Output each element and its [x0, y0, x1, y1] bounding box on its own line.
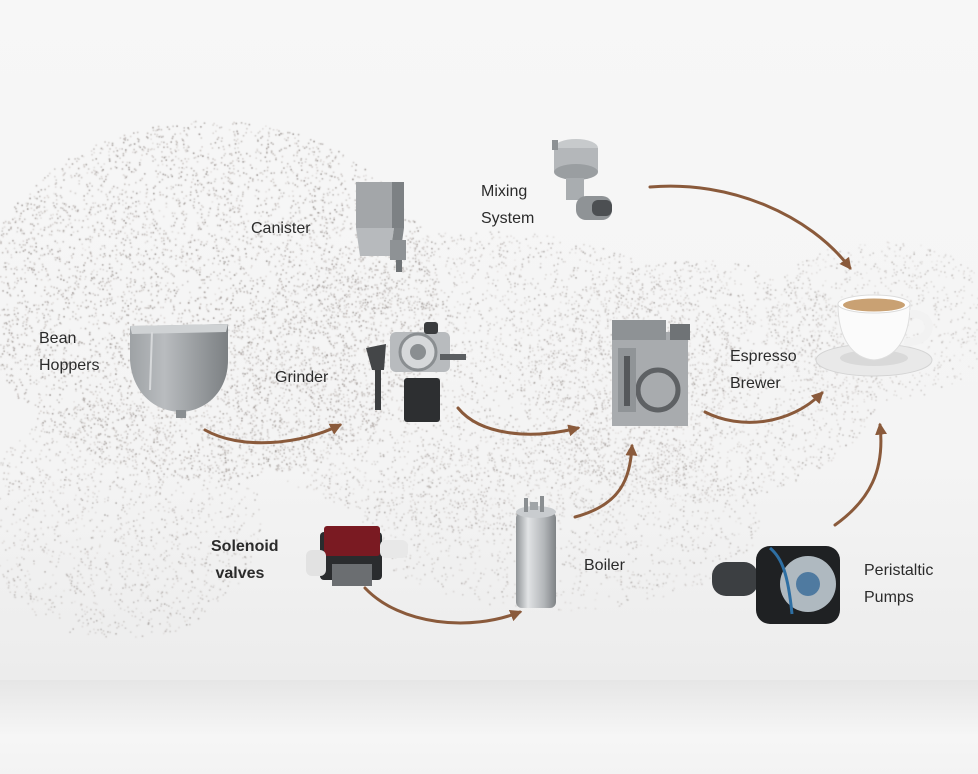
label-solenoid-valves: Solenoid valves	[211, 538, 279, 582]
grinder-icon	[366, 322, 466, 422]
solenoid-valve-icon	[306, 526, 408, 586]
pump-icon	[712, 546, 840, 624]
arrow-valve-to-boiler	[363, 586, 523, 625]
coffee-cup	[815, 294, 933, 377]
label-espresso-brewer: Espresso Brewer	[730, 348, 797, 392]
peristaltic-pump	[712, 546, 840, 624]
boiler	[516, 496, 556, 608]
label-bean-hoppers: Bean Hoppers	[39, 330, 100, 374]
label-mixing-system: Mixing System	[481, 183, 535, 227]
espresso-brewer	[612, 320, 690, 426]
arrow-hopper-to-grinder	[203, 423, 343, 445]
label-grinder: Grinder	[275, 369, 329, 386]
canister	[356, 182, 406, 272]
arrow-boiler-to-brewer	[573, 443, 638, 519]
grinder	[366, 322, 466, 422]
label-peristaltic-pumps: Peristaltic Pumps	[864, 562, 934, 606]
arrow-brewer-to-cup	[703, 391, 824, 424]
canister-icon	[356, 182, 406, 272]
bean-hopper	[130, 324, 228, 418]
hopper-icon	[130, 324, 228, 418]
arrow-pump-to-cup	[833, 422, 888, 527]
brewer-icon	[612, 320, 690, 426]
mixing-system	[552, 139, 612, 220]
boiler-icon	[516, 496, 556, 608]
floor-reflection	[0, 680, 978, 774]
label-canister: Canister	[251, 220, 311, 237]
arrow-mixing-to-cup	[648, 184, 852, 270]
arrow-grinder-to-brewer	[456, 406, 581, 437]
mixing-unit-icon	[552, 139, 612, 220]
label-boiler: Boiler	[584, 557, 625, 574]
solenoid-valve	[306, 526, 408, 586]
coffee-cup-icon	[815, 294, 933, 377]
